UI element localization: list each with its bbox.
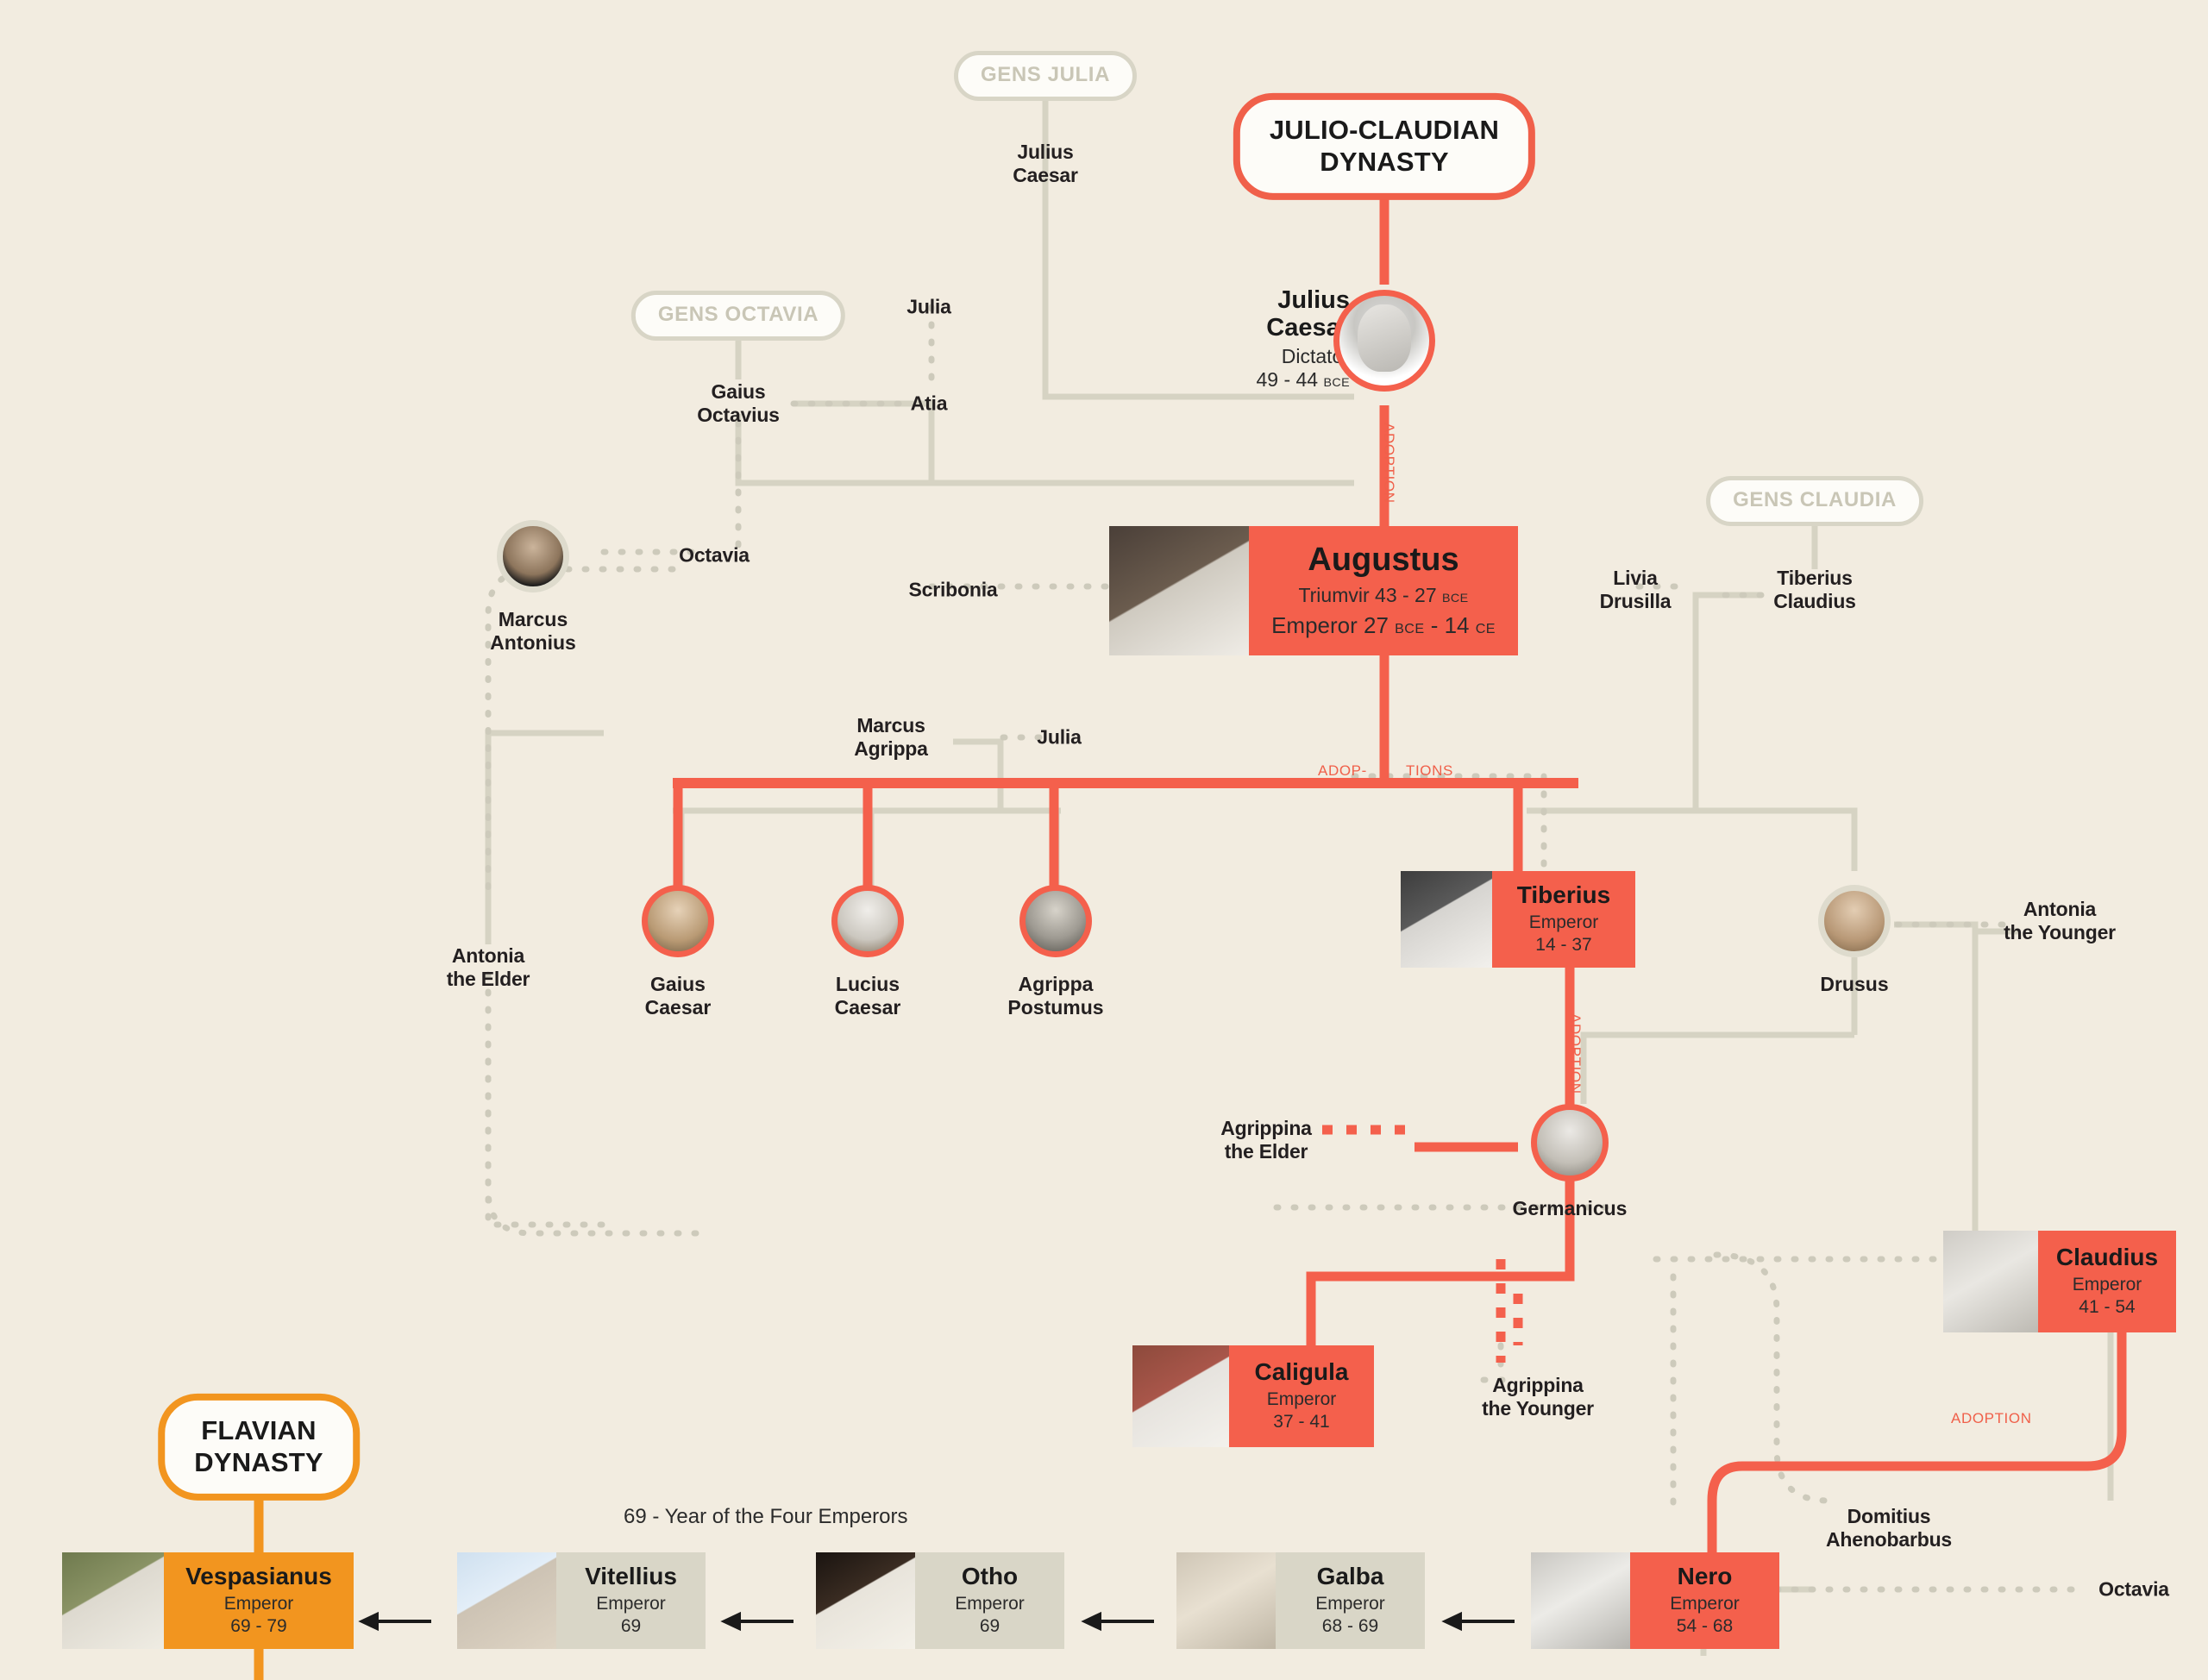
vitellius-role: Emperor: [596, 1593, 666, 1614]
tiberius-years: 14 - 37: [1535, 934, 1592, 955]
person-antonia-the-younger[interactable]: Antonia the Younger: [2004, 897, 2116, 943]
claudius-bust-image: [1943, 1231, 2038, 1332]
germanicus-caption: Germanicus: [1512, 1197, 1628, 1219]
nero-role: Emperor: [1670, 1593, 1740, 1614]
claudius-years: 41 - 54: [2079, 1296, 2136, 1317]
germanicus-portrait[interactable]: [1531, 1104, 1609, 1182]
lucius-caesar-portrait[interactable]: [831, 885, 904, 957]
person-livia-drusilla[interactable]: Livia Drusilla: [1599, 566, 1672, 612]
julio-claudian-dynasty-pill[interactable]: JULIO-CLAUDIAN DYNASTY: [1233, 92, 1536, 201]
caligula-name: Caligula: [1254, 1357, 1349, 1385]
vespasianus-years: 69 - 79: [230, 1615, 287, 1636]
augustus-triumvir-years: Triumvir 43 - 27: [1298, 583, 1437, 606]
caligula-role: Emperor: [1266, 1389, 1337, 1409]
person-julia-elder[interactable]: Julia: [906, 295, 951, 318]
agrippa-postumus-portrait[interactable]: [1019, 885, 1092, 957]
augustus-emperor-mid: - 14: [1430, 611, 1470, 638]
person-agrippina-the-younger[interactable]: Agrippina the Younger: [1482, 1373, 1594, 1420]
vitellius-name: Vitellius: [585, 1562, 677, 1589]
person-julia-the-elder[interactable]: Julia: [1037, 725, 1082, 749]
claudius-card[interactable]: Claudius Emperor 41 - 54: [1943, 1231, 2176, 1332]
augustus-emperor-era2: CE: [1475, 620, 1496, 636]
adoption-label-claudius-nero: ADOPTION: [1951, 1410, 2032, 1426]
gaius-caesar-portrait[interactable]: [642, 885, 714, 957]
caligula-card[interactable]: Caligula Emperor 37 - 41: [1132, 1345, 1374, 1447]
person-octavia-sister[interactable]: Octavia: [679, 543, 750, 567]
gens-claudia-pill[interactable]: GENS CLAUDIA: [1706, 476, 1923, 526]
augustus-bust-image: [1109, 526, 1249, 655]
person-antonia-the-elder[interactable]: Antonia the Elder: [446, 943, 530, 990]
vitellius-card[interactable]: Vitellius Emperor 69: [457, 1552, 706, 1649]
augustus-name: Augustus: [1308, 541, 1459, 578]
vespasianus-name: Vespasianus: [185, 1562, 332, 1589]
julius-caesar-role: Dictator: [1281, 344, 1350, 367]
nero-bust-image: [1531, 1552, 1630, 1649]
otho-bust-image: [816, 1552, 915, 1649]
julius-caesar-portrait[interactable]: [1333, 290, 1435, 392]
nero-card[interactable]: Nero Emperor 54 - 68: [1531, 1552, 1779, 1649]
julius-caesar-years-value: 49 - 44: [1256, 367, 1319, 391]
person-scribonia[interactable]: Scribonia: [908, 578, 998, 601]
adoption-label-tiberius-germanicus: ADOPTION: [1567, 1013, 1584, 1094]
flavian-dynasty-pill[interactable]: FLAVIAN DYNASTY: [158, 1393, 360, 1501]
otho-years: 69: [979, 1615, 1000, 1636]
galba-role: Emperor: [1315, 1593, 1385, 1614]
vitellius-years: 69: [620, 1615, 642, 1636]
julius-caesar-era: BCE: [1323, 375, 1350, 390]
lucius-caesar-caption: Lucius Caesar: [834, 973, 901, 1019]
galba-card[interactable]: Galba Emperor 68 - 69: [1176, 1552, 1425, 1649]
gaius-caesar-caption: Gaius Caesar: [644, 973, 712, 1019]
otho-role: Emperor: [955, 1593, 1025, 1614]
vitellius-bust-image: [457, 1552, 556, 1649]
person-gaius-octavius[interactable]: Gaius Octavius: [697, 379, 780, 426]
vespasianus-bust-image: [62, 1552, 164, 1649]
tiberius-name: Tiberius: [1516, 881, 1611, 908]
otho-name: Otho: [961, 1562, 1019, 1589]
julius-caesar-dictator-info[interactable]: Julius Caesar Dictator 49 - 44 BCE: [1177, 286, 1350, 392]
galba-bust-image: [1176, 1552, 1276, 1649]
galba-name: Galba: [1316, 1562, 1384, 1589]
galba-years: 68 - 69: [1321, 1615, 1379, 1636]
julius-caesar-name: Julius Caesar: [1266, 286, 1350, 342]
agrippa-postumus-caption: Agrippa Postumus: [1007, 973, 1104, 1019]
julius-caesar-years: 49 - 44 BCE: [1177, 368, 1350, 392]
person-domitius-ahenobarbus[interactable]: Domitius Ahenobarbus: [1825, 1504, 1953, 1551]
drusus-caption: Drusus: [1820, 973, 1889, 995]
marcus-antonius-portrait[interactable]: [497, 520, 569, 592]
person-marcus-agrippa[interactable]: Marcus Agrippa: [854, 713, 928, 760]
otho-card[interactable]: Otho Emperor 69: [816, 1552, 1064, 1649]
tiberius-role: Emperor: [1528, 912, 1599, 932]
claudius-name: Claudius: [2055, 1243, 2159, 1270]
vespasianus-role: Emperor: [223, 1593, 294, 1614]
tiberius-bust-image: [1401, 871, 1492, 968]
augustus-emperor-prefix: Emperor 27: [1271, 611, 1389, 638]
augustus-emperor-era1: BCE: [1395, 620, 1425, 636]
augustus-triumvir-era: BCE: [1442, 591, 1469, 605]
person-agrippina-the-elder[interactable]: Agrippina the Elder: [1220, 1116, 1312, 1163]
augustus-emperor-line: Emperor 27 BCE - 14 CE: [1271, 611, 1496, 640]
person-julius-caesar-elder[interactable]: Julius Caesar: [1013, 140, 1078, 186]
person-octavia-wife[interactable]: Octavia: [2098, 1577, 2169, 1601]
person-tiberius-claudius[interactable]: Tiberius Claudius: [1773, 566, 1856, 612]
tiberius-card[interactable]: Tiberius Emperor 14 - 37: [1401, 871, 1635, 968]
nero-name: Nero: [1677, 1562, 1733, 1589]
caligula-years: 37 - 41: [1273, 1411, 1330, 1432]
gens-octavia-pill[interactable]: GENS OCTAVIA: [630, 291, 846, 341]
marcus-antonius-caption: Marcus Antonius: [490, 608, 576, 655]
adoptions-label-right: TIONS: [1406, 762, 1453, 779]
claudius-role: Emperor: [2072, 1274, 2142, 1294]
gens-julia-pill[interactable]: GENS JULIA: [953, 51, 1138, 101]
adoption-label-caesar-augustus: ADOPTION: [1381, 423, 1397, 504]
person-atia[interactable]: Atia: [910, 392, 948, 415]
adoptions-label-left: ADOP-: [1318, 762, 1367, 779]
augustus-triumvir-line: Triumvir 43 - 27 BCE: [1298, 583, 1468, 608]
drusus-portrait[interactable]: [1818, 885, 1891, 957]
vespasianus-card[interactable]: Vespasianus Emperor 69 - 79: [62, 1552, 354, 1649]
caligula-bust-image: [1132, 1345, 1229, 1447]
year-of-four-emperors-note: 69 - Year of the Four Emperors: [624, 1505, 908, 1528]
nero-years: 54 - 68: [1676, 1615, 1734, 1636]
augustus-card[interactable]: Augustus Triumvir 43 - 27 BCE Emperor 27…: [1109, 526, 1518, 655]
